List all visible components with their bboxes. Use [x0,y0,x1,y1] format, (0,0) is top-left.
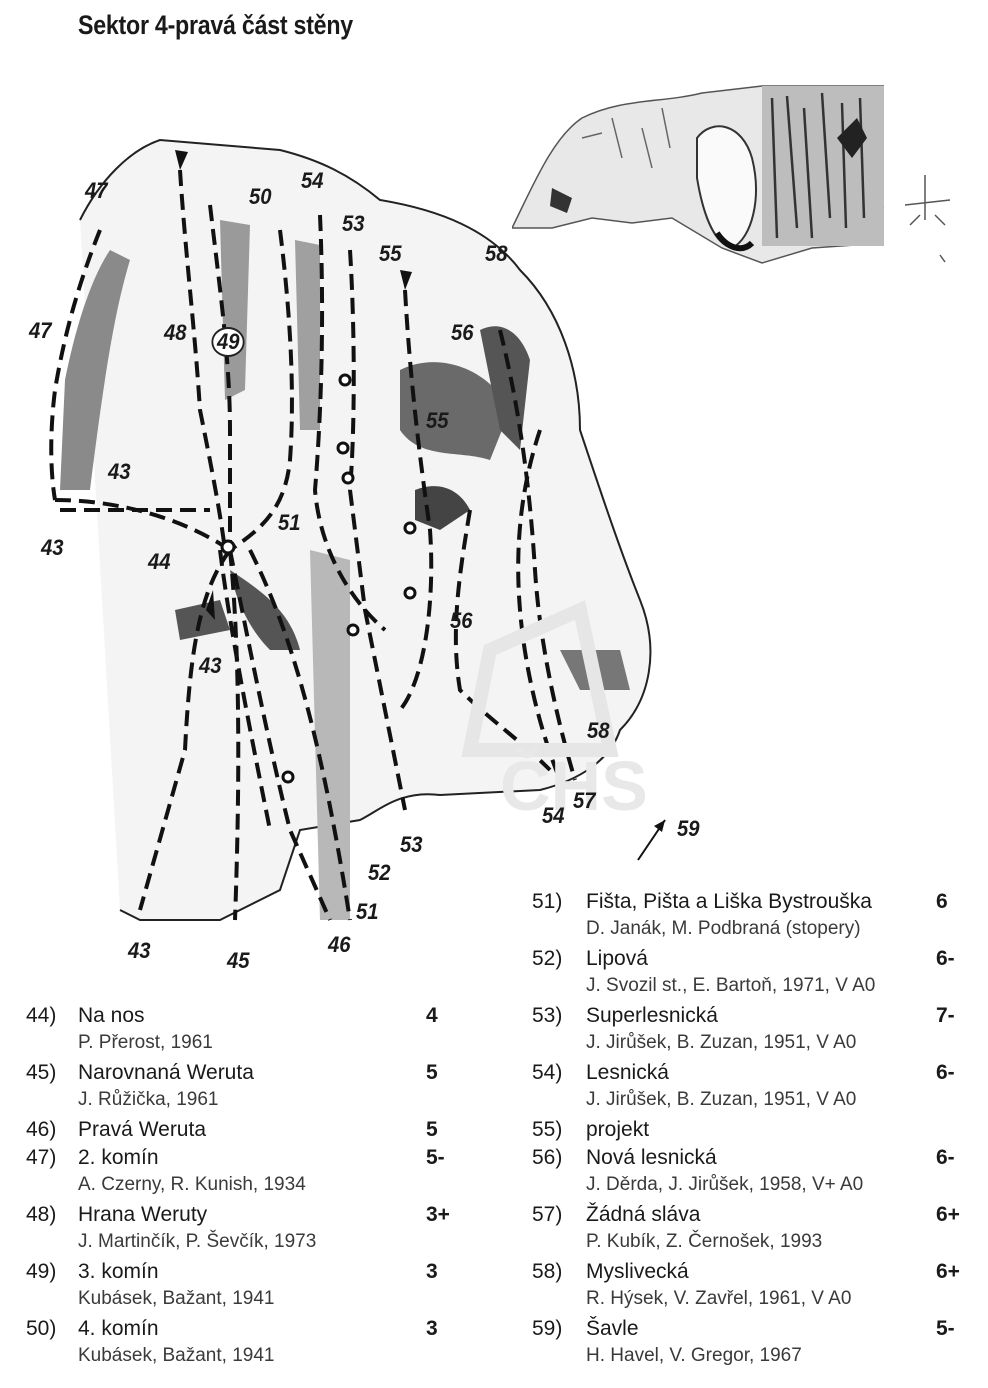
topo-label: 52 [367,860,391,885]
route-number: 49) [26,1260,57,1283]
route-number: 57) [532,1203,563,1226]
route-authors: J. Svozil st., E. Bartoň, 1971, V A0 [586,975,876,996]
topo-label: 56 [449,608,473,633]
watermark-text: ČHS [500,746,648,825]
route-grade: 5- [936,1317,955,1340]
route-number: 46) [26,1118,57,1141]
topo-label: 46 [327,932,351,957]
route-name: Šavle [586,1317,639,1340]
route-name: Lesnická [586,1061,669,1084]
route-authors: R. Hýsek, V. Zavřel, 1961, V A0 [586,1288,852,1309]
topo-label: 43 [127,938,151,963]
route-authors: Kubásek, Bažant, 1941 [78,1288,275,1309]
route-number: 51) [532,890,563,913]
route-name: Žádná sláva [586,1203,701,1226]
route-number: 47) [26,1146,57,1169]
route-authors: J. Jirůšek, B. Zuzan, 1951, V A0 [586,1089,857,1110]
topo-label: 44 [147,549,171,574]
route-grade: 5 [426,1118,438,1141]
route-authors: Kubásek, Bažant, 1941 [78,1345,275,1366]
route-number: 53) [532,1004,563,1027]
route-grade: 3+ [426,1203,450,1226]
route-name: projekt [586,1118,650,1141]
route-number: 59) [532,1317,563,1340]
route-number: 55) [532,1118,563,1141]
topo-label: 45 [226,948,250,973]
route-number: 52) [532,947,563,970]
topo-label: 59 [676,816,700,841]
route-name: Nová lesnická [586,1146,717,1169]
scribble-mark [904,175,951,263]
route-grade: 6+ [936,1260,960,1283]
route-authors: P. Kubík, Z. Černošek, 1993 [586,1231,823,1252]
route-name: Na nos [78,1004,145,1027]
route-name: Narovnaná Weruta [78,1061,254,1084]
route-grade: 6- [936,1146,955,1169]
route-name: 2. komín [78,1146,159,1169]
topo-label: 50 [248,184,272,209]
route-topo-drawing: ČHS [49,138,666,921]
topo-label: 54 [541,803,565,828]
route-number: 56) [532,1146,563,1169]
topo-label: 54 [300,168,324,193]
topo-label: 43 [107,459,131,484]
route-name: Lipová [586,947,648,970]
route-number: 48) [26,1203,57,1226]
topo-label: 56 [450,320,474,345]
topo-label: 51 [355,899,379,924]
topo-label: 57 [572,788,596,813]
route-name: Pravá Weruta [78,1118,206,1141]
topo-label: 58 [484,241,508,266]
topo-label: 55 [378,241,402,266]
route-grade: 5- [426,1146,445,1169]
route-number: 54) [532,1061,563,1084]
route-name: Hrana Weruty [78,1203,208,1226]
topo-label: 53 [399,832,423,857]
route-name: Superlesnická [586,1004,718,1027]
topo-label: 43 [40,535,64,560]
route-number: 44) [26,1004,57,1027]
topo-label: 49 [211,327,246,357]
route-grade: 6+ [936,1203,960,1226]
wall-overview-photo [512,85,884,264]
topo-label: 43 [198,653,222,678]
route-authors: J. Děrda, J. Jirůšek, 1958, V+ A0 [586,1174,864,1195]
route-authors: J. Jirůšek, B. Zuzan, 1951, V A0 [586,1032,857,1053]
route-authors: D. Janák, M. Podbraná (stopery) [586,918,861,939]
route-authors: H. Havel, V. Gregor, 1967 [586,1345,802,1366]
route-name: 4. komín [78,1317,159,1340]
topo-label: 55 [425,408,449,433]
page-title: Sektor 4-pravá část stěny [78,10,353,40]
route-grade: 5 [426,1061,438,1084]
route-number: 58) [532,1260,563,1283]
route-name: Myslivecká [586,1260,689,1283]
route-grade: 3 [426,1317,438,1340]
route-name: 3. komín [78,1260,159,1283]
route-number: 50) [26,1317,57,1340]
route-grade: 3 [426,1260,438,1283]
route-grade: 6- [936,1061,955,1084]
route-authors: J. Růžička, 1961 [78,1089,219,1110]
topo-label: 51 [277,510,301,535]
route-number: 45) [26,1061,57,1084]
topo-label: 53 [341,211,365,236]
topo-label: 58 [586,718,610,743]
route-name: Fišta, Pišta a Liška Bystrouška [586,890,872,913]
topo-label: 48 [163,320,187,345]
route-grade: 7- [936,1004,955,1027]
route-authors: A. Czerny, R. Kunish, 1934 [78,1174,306,1195]
route-authors: P. Přerost, 1961 [78,1032,213,1053]
topo-label: 47 [84,178,108,203]
route-grade: 6- [936,947,955,970]
route-authors: J. Martinčík, P. Ševčík, 1973 [78,1231,317,1252]
route-grade: 4 [426,1004,438,1027]
route-grade: 6 [936,890,948,913]
topo-label: 47 [28,318,52,343]
